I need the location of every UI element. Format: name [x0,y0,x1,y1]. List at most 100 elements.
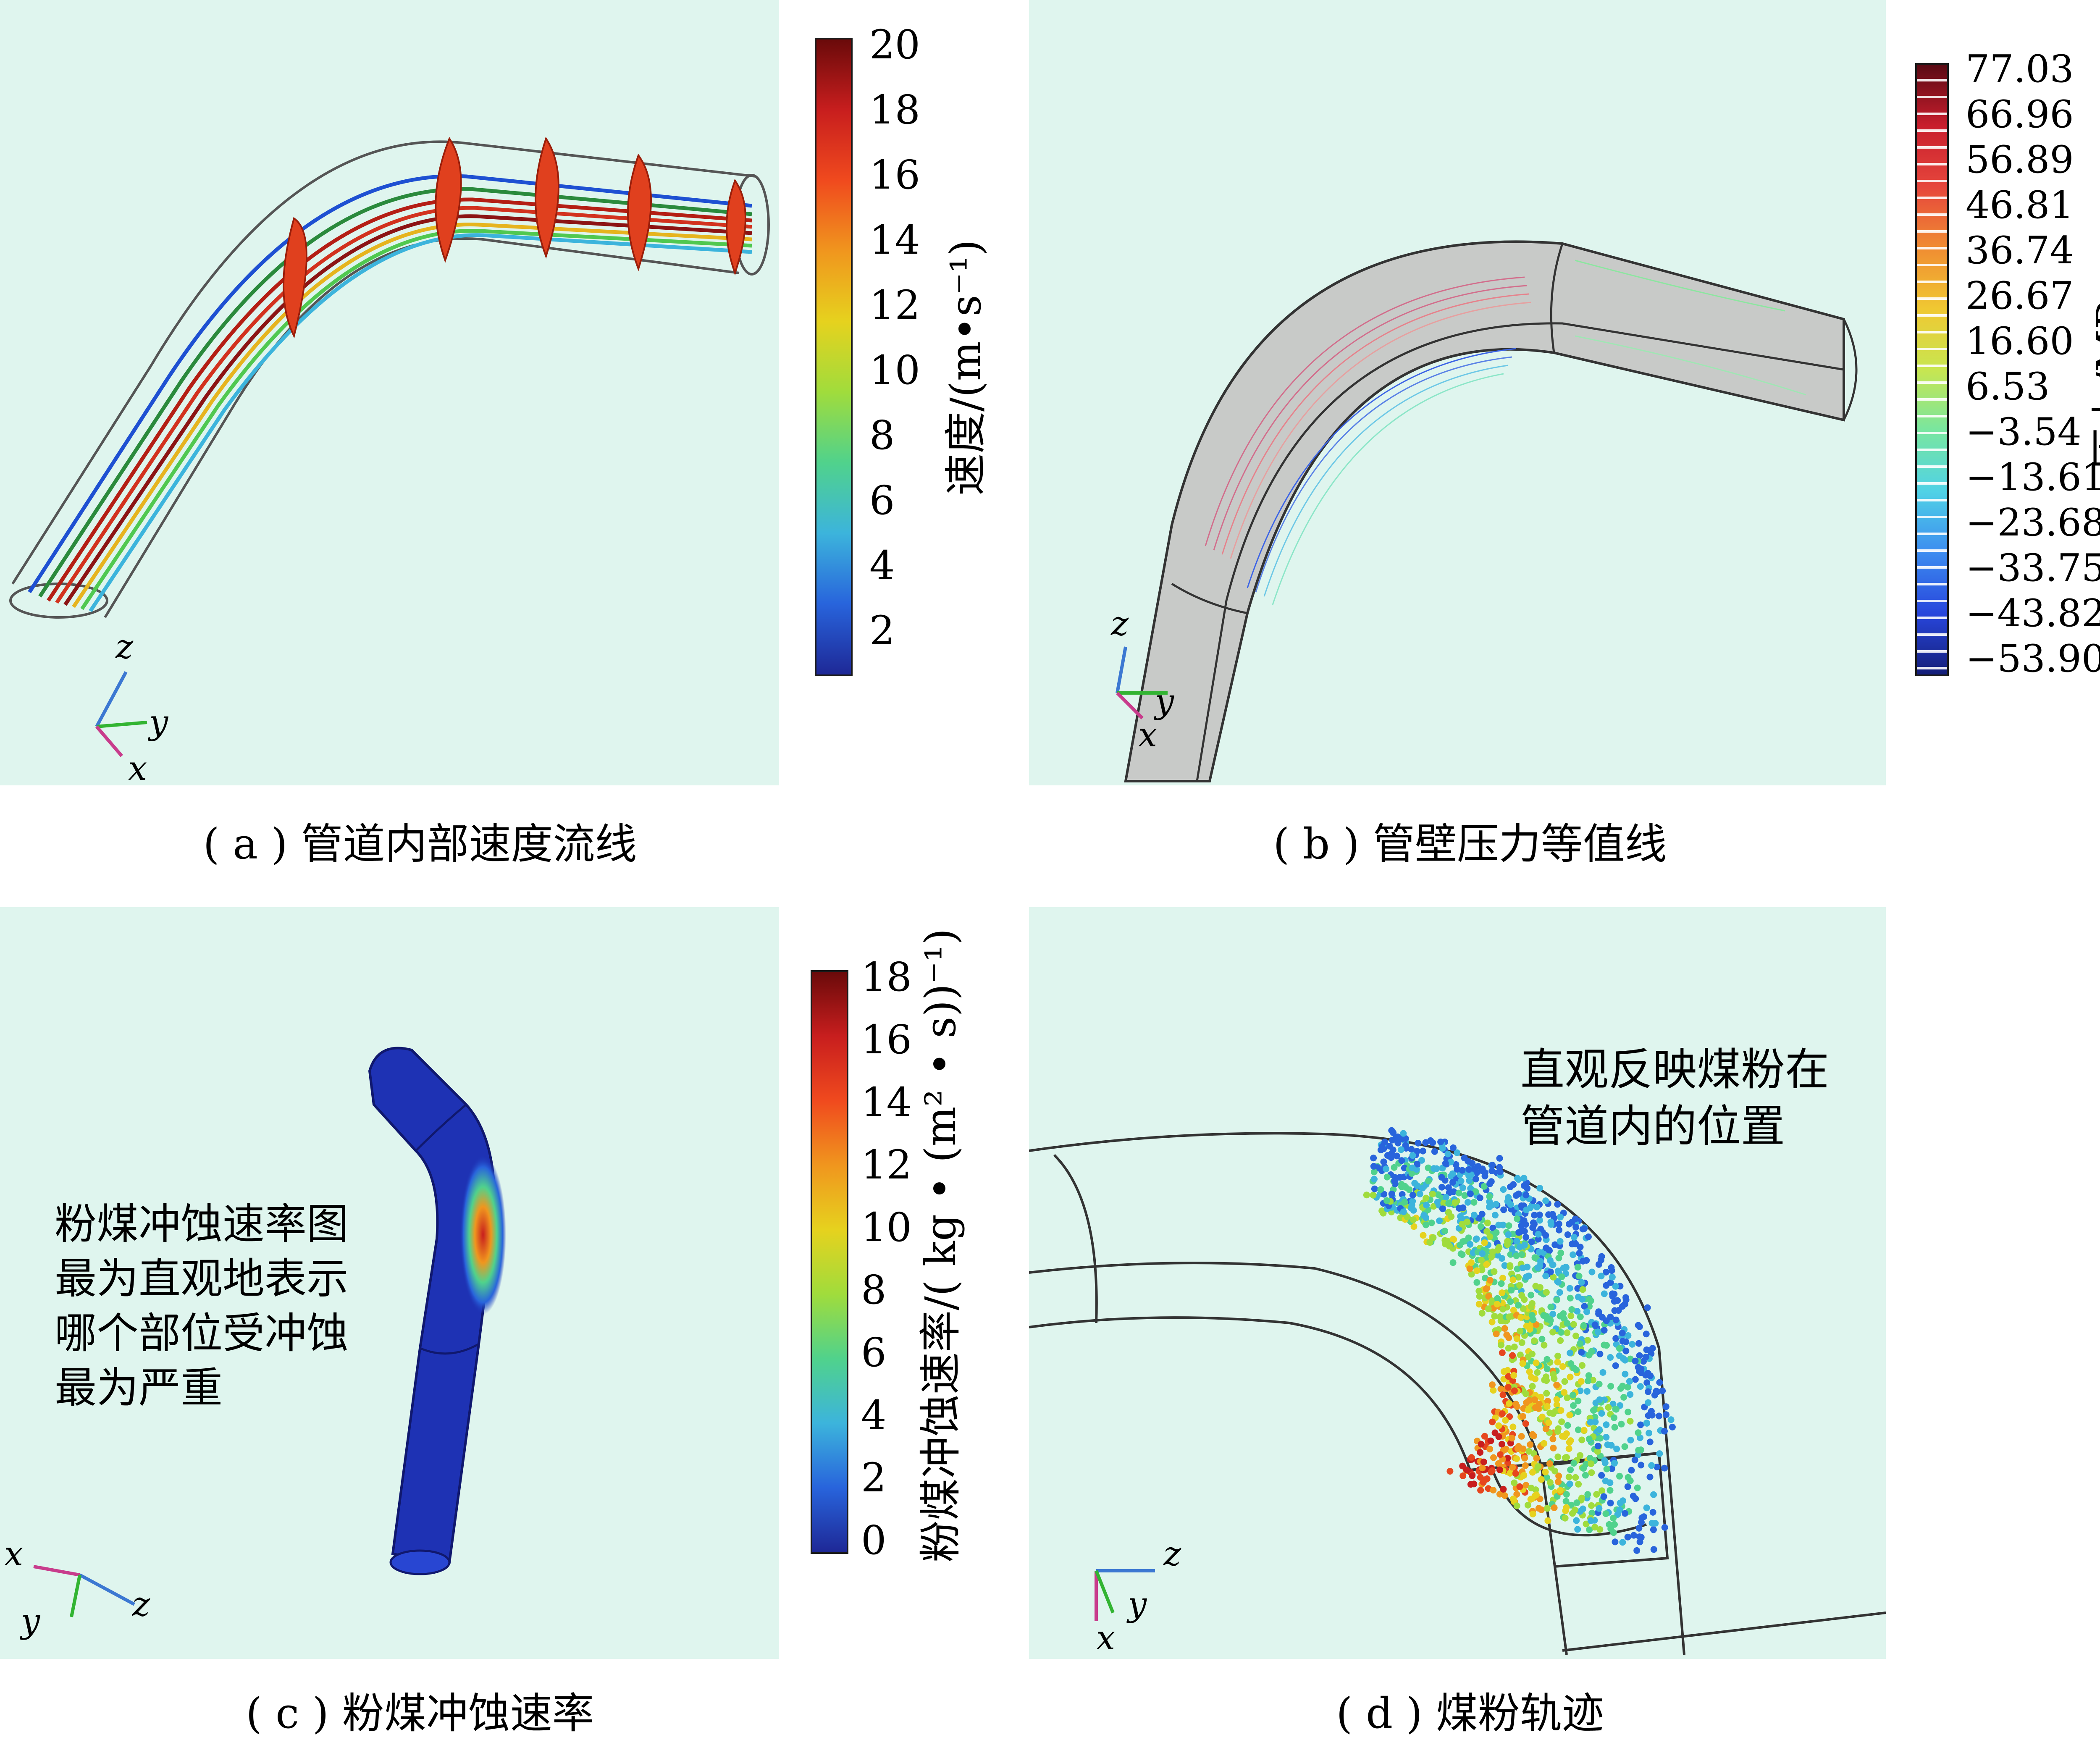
particle [1534,1264,1541,1271]
tick-label: 56.89 [1966,138,2074,182]
tick-label: 2 [861,1455,887,1501]
particle [1656,1412,1663,1420]
particle [1494,1301,1501,1308]
particle [1566,1412,1573,1419]
particle [1564,1329,1571,1336]
particle [1650,1491,1657,1498]
particle [1542,1425,1549,1433]
particle [1546,1409,1554,1417]
particle [1426,1239,1433,1246]
particle [1597,1257,1604,1264]
particle [1520,1175,1528,1182]
particle [1535,1236,1542,1243]
particle [1513,1491,1520,1498]
particle [1572,1332,1579,1339]
particle [1381,1191,1388,1198]
particle [1596,1380,1603,1388]
particle [1544,1398,1551,1405]
tick-label: 6 [861,1330,887,1376]
particle [1587,1517,1594,1524]
axis-triad-c [33,1565,135,1617]
particle [1390,1129,1397,1136]
tick-label: −23.68 [1966,501,2100,545]
particle [1483,1228,1491,1235]
particle [1515,1302,1522,1309]
particle [1480,1458,1487,1465]
particle [1496,1155,1503,1162]
particle [1486,1180,1493,1187]
particle [1570,1460,1578,1467]
particle [1560,1310,1567,1317]
particle [1601,1327,1608,1334]
particle [1557,1249,1564,1257]
particle [1575,1294,1582,1301]
note-line: 最为直观地表示 [55,1254,349,1303]
particle [1581,1303,1588,1310]
particle [1528,1238,1535,1245]
panel-a-plot: z y x [0,0,779,785]
particle [1611,1414,1617,1421]
particle [1551,1504,1558,1511]
particle [1543,1474,1550,1481]
tick-label: 4 [861,1392,887,1438]
particle [1555,1478,1562,1485]
particle [1662,1411,1670,1418]
particle [1536,1249,1543,1256]
particle [1557,1213,1564,1220]
particle [1478,1441,1485,1448]
particle [1460,1472,1467,1479]
particle [1557,1487,1564,1494]
particle [1507,1298,1514,1305]
note-line: 管道内的位置 [1520,1101,1785,1152]
particle [1480,1183,1488,1190]
particle [1457,1213,1464,1220]
particle [1545,1211,1552,1218]
particle [1599,1487,1606,1494]
particle [1643,1504,1650,1512]
particle [1607,1525,1614,1533]
note-line: 最为严重 [55,1363,223,1412]
particle [1633,1547,1641,1554]
particle [1562,1514,1569,1522]
particle [1650,1526,1657,1533]
particle [1531,1396,1538,1403]
particle [1561,1433,1568,1440]
particle [1649,1509,1656,1516]
particle [1588,1460,1595,1467]
particle [1401,1199,1408,1206]
particle [1550,1371,1557,1378]
particle [1393,1152,1400,1160]
particle [1470,1199,1478,1206]
particle [1505,1231,1512,1238]
particle [1542,1469,1549,1475]
particle [1583,1520,1590,1527]
particle [1643,1331,1650,1338]
particle [1581,1225,1588,1232]
particle [1491,1268,1498,1275]
particle [1550,1444,1557,1451]
tick-label: 12 [869,282,920,328]
particle [1499,1255,1505,1262]
particle [1567,1437,1574,1444]
particle [1638,1519,1645,1526]
particle [1518,1251,1525,1258]
particle [1439,1205,1446,1212]
particle [1423,1202,1430,1209]
particle [1643,1379,1651,1386]
particle [1467,1259,1475,1266]
particle [1550,1273,1557,1281]
particle [1444,1150,1452,1157]
particle [1383,1173,1391,1181]
particle [1555,1472,1562,1480]
particle [1408,1146,1415,1153]
particle [1607,1499,1614,1506]
particle [1450,1144,1457,1151]
tick-label: 16.60 [1966,319,2074,363]
particle [1602,1269,1609,1275]
particle [1585,1233,1592,1240]
tick-label: 8 [869,412,895,459]
panel-d-plot: 直观反映煤粉在 管道内的位置 z y x [1029,907,1886,1659]
particle [1629,1341,1636,1348]
particle [1612,1283,1619,1290]
particle [1667,1416,1675,1423]
